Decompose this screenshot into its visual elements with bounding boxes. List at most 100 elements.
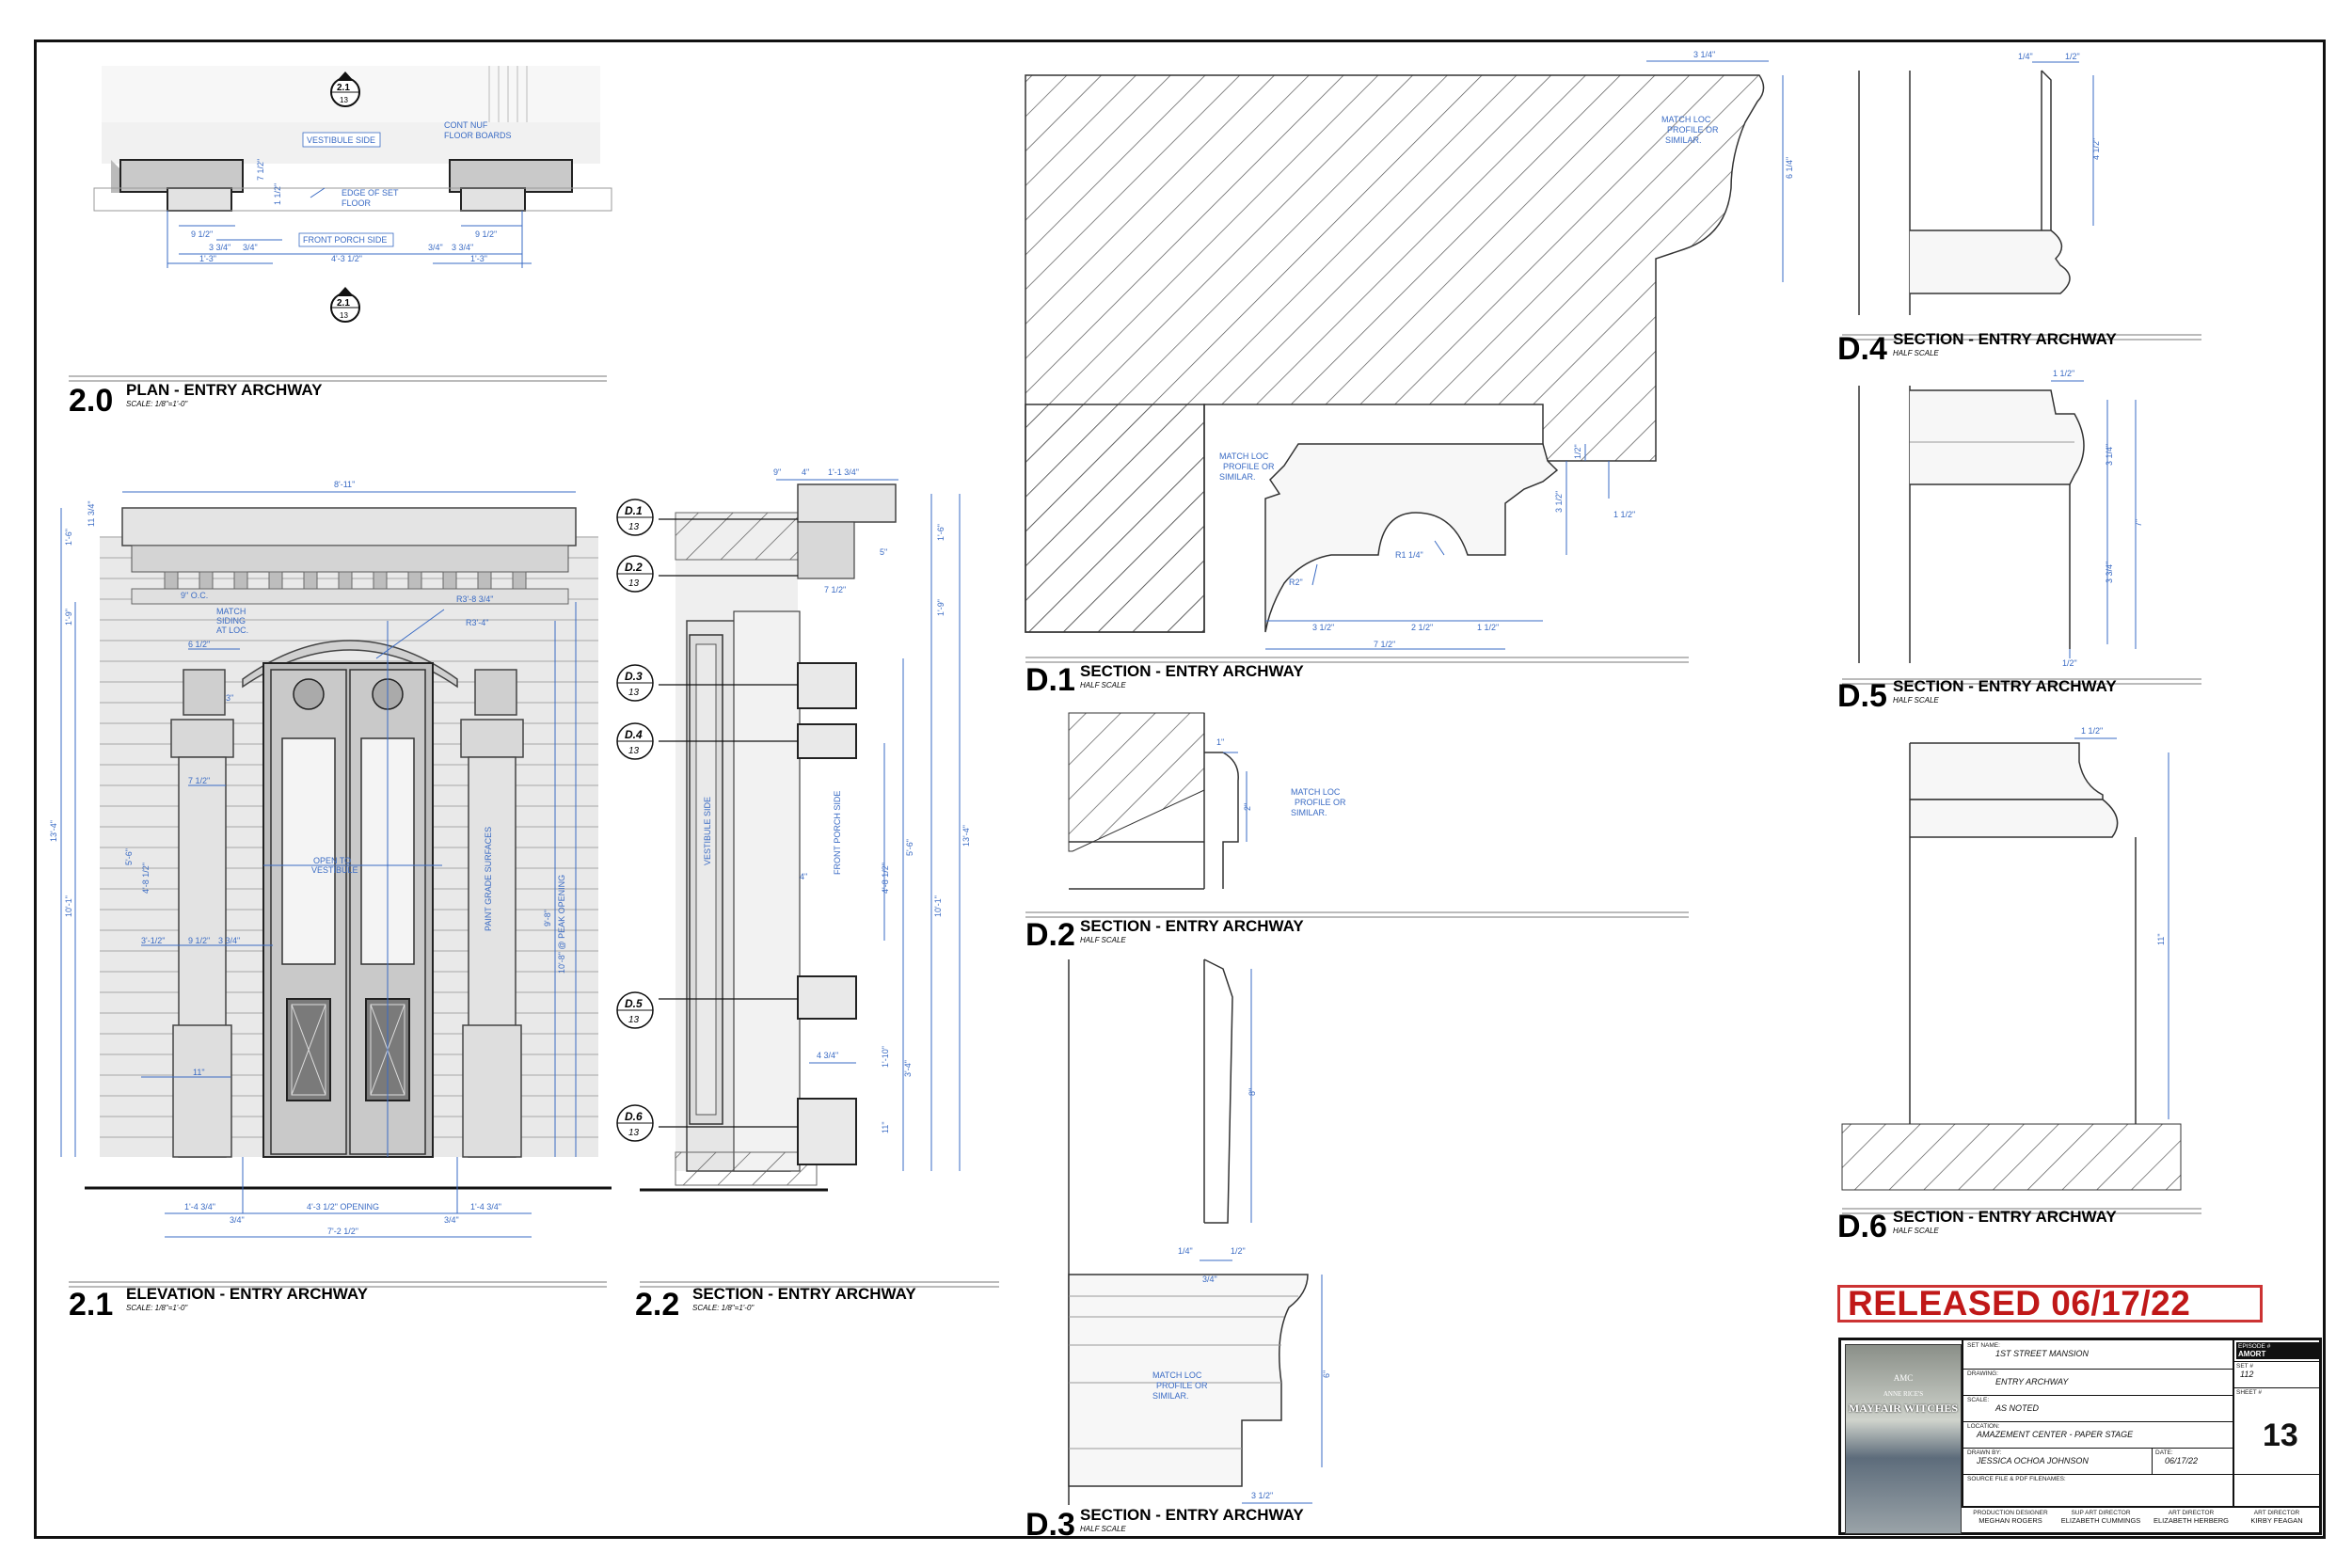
- svg-text:2.1: 2.1: [69, 1287, 113, 1323]
- svg-text:D.2: D.2: [625, 561, 643, 574]
- elev-h3: 9'-8": [543, 910, 552, 927]
- svg-text:13: 13: [340, 311, 348, 320]
- callout-d2[interactable]: D.213: [616, 555, 654, 593]
- svg-text:D.3: D.3: [625, 670, 643, 683]
- sec-porch-label: FRONT PORCH SIDE: [833, 791, 842, 875]
- svg-text:SECTION - ENTRY ARCHWAY: SECTION - ENTRY ARCHWAY: [1893, 330, 2117, 348]
- set-num-label: SET #: [2236, 1363, 2253, 1370]
- svg-text:D.6: D.6: [625, 1110, 643, 1123]
- callout-d6[interactable]: D.6 13: [616, 1104, 654, 1142]
- sec-dim-j: 4'-8 1/2": [881, 863, 890, 894]
- plan-edge-label-2: FLOOR: [342, 198, 372, 208]
- svg-text:SECTION - ENTRY ARCHWAY: SECTION - ENTRY ARCHWAY: [1080, 662, 1304, 680]
- svg-text:D.1: D.1: [625, 504, 643, 517]
- sec-dim-p: 4": [800, 872, 807, 881]
- sec-dim-i: 10'-1": [933, 895, 943, 917]
- d2-match-3: SIMILAR.: [1291, 808, 1327, 817]
- sec-dim-b: 4": [802, 467, 809, 477]
- svg-text:D.1: D.1: [1025, 662, 1075, 698]
- plan-porch-label: FRONT PORCH SIDE: [303, 235, 387, 245]
- plan-dim-h: 9 1/2": [475, 230, 497, 239]
- d2-w: 1": [1216, 737, 1224, 747]
- svg-text:13: 13: [628, 746, 640, 756]
- svg-text:SCALE: 1/8"=1'-0": SCALE: 1/8"=1'-0": [126, 400, 188, 408]
- detail-d1: 3 1/4" 6 1/4" MATCH LOC PROFILE OR SIMIL…: [1025, 50, 1794, 663]
- d5-c: 3 3/4": [2105, 562, 2114, 583]
- title-block: AMC ANNE RICE'S MAYFAIR WITCHES SET NAME…: [1838, 1338, 2322, 1535]
- svg-text:HALF SCALE: HALF SCALE: [1893, 696, 1939, 705]
- d4-b: 1/2": [2065, 52, 2080, 61]
- plan-dim-g: 3 3/4": [452, 243, 473, 252]
- elevation-view: 8'-11" 9" O.C. MATCH SIDING AT LOC. R3'-…: [49, 480, 612, 1288]
- elev-overall-h: 13'-4": [49, 820, 58, 842]
- elev-dim-b: 7 1/2": [188, 776, 210, 785]
- callout-d1[interactable]: D.113: [616, 499, 654, 536]
- svg-text:PLAN - ENTRY ARCHWAY: PLAN - ENTRY ARCHWAY: [126, 381, 323, 399]
- svg-text:ELEVATION - ENTRY ARCHWAY: ELEVATION - ENTRY ARCHWAY: [126, 1285, 369, 1303]
- d2-h: 2": [1243, 803, 1252, 811]
- drawn-value: JESSICA OCHOA JOHNSON: [1977, 1456, 2089, 1465]
- callout-d5[interactable]: D.513: [616, 991, 654, 1029]
- elev-bot-right: 3/4": [444, 1215, 459, 1225]
- plan-floor-label-1: CONT NUF: [444, 120, 488, 130]
- sheet-number: 13: [2263, 1418, 2298, 1453]
- d1-match-b1: MATCH LOC: [1219, 451, 1269, 461]
- plan-dim-k: 1 1/2": [273, 183, 282, 205]
- svg-text:SECTION - ENTRY ARCHWAY: SECTION - ENTRY ARCHWAY: [1080, 917, 1304, 935]
- location-label: LOCATION:: [1967, 1423, 2000, 1430]
- ad1-value: ELIZABETH HERBERG: [2153, 1516, 2230, 1525]
- svg-text:2.0: 2.0: [69, 383, 113, 419]
- logo-line-1: ANNE RICE'S: [1883, 1390, 1924, 1398]
- elev-dim-l: 11 3/4": [87, 500, 96, 527]
- d3-match-1: MATCH LOC: [1152, 1370, 1202, 1380]
- callout-d4[interactable]: D.4 13: [616, 722, 654, 760]
- drawing-label: DRAWING:: [1967, 1370, 1998, 1377]
- title-d6: D.6 SECTION - ENTRY ARCHWAY HALF SCALE: [1837, 1208, 2117, 1244]
- elev-radius-2: R3'-4": [466, 618, 488, 627]
- d1-w2: 2 1/2": [1411, 623, 1433, 632]
- d3-b: 1/2": [1231, 1246, 1246, 1256]
- plan-dim-e: 4'-3 1/2": [331, 254, 362, 263]
- detail-d3: 8" 1/4" 1/2" 3/4" 6" 3 1/2" MATCH LOC PR…: [1068, 958, 1331, 1505]
- d1-h-right: 6 1/4": [1785, 157, 1794, 179]
- set-name-label: SET NAME:: [1967, 1342, 2000, 1349]
- elev-oc: 9" O.C.: [181, 591, 208, 600]
- d3-w: 3 1/2": [1251, 1491, 1273, 1500]
- svg-text:D.4: D.4: [625, 728, 643, 741]
- source-label: SOURCE FILE & PDF FILENAMES:: [1967, 1476, 2066, 1482]
- ad2-value: KIRBY FEAGAN: [2250, 1516, 2303, 1525]
- plan-dim-j: 7 1/2": [256, 159, 265, 181]
- svg-text:13: 13: [628, 578, 640, 589]
- svg-text:SCALE: 1/8"=1'-0": SCALE: 1/8"=1'-0": [692, 1304, 755, 1312]
- pd-label: PRODUCTION DESIGNER: [1973, 1510, 2048, 1516]
- sec-dim-g: 5": [880, 547, 887, 557]
- date-label: DATE:: [2155, 1449, 2173, 1456]
- title-d5: D.5 SECTION - ENTRY ARCHWAY HALF SCALE: [1837, 677, 2117, 714]
- detail-d5: 1 1/2" 3 1/4" 7" 3 3/4" 1/2": [1842, 369, 2201, 685]
- svg-text:D.3: D.3: [1025, 1507, 1075, 1543]
- sad-value: ELIZABETH CUMMINGS: [2060, 1516, 2141, 1525]
- elev-opening: 4'-3 1/2" OPENING: [307, 1202, 379, 1212]
- sec-dim-h: 13'-4": [961, 825, 971, 847]
- title-d2: D.2 SECTION - ENTRY ARCHWAY HALF SCALE: [1025, 917, 1304, 953]
- plan-callout-bottom[interactable]: 2.1 13: [330, 287, 360, 323]
- sec-vest-label: VESTIBULE SIDE: [703, 797, 712, 865]
- svg-text:13: 13: [628, 1015, 640, 1025]
- plan-dim-i: 1'-3": [470, 254, 487, 263]
- d1-h1: 3 1/2": [1554, 491, 1564, 513]
- detail-d4: 1/4" 1/2" 4 1/2": [1842, 52, 2201, 341]
- d3-c: 3/4": [1202, 1275, 1217, 1284]
- section-22-view: 9" 4" 1'-1 3/4" 1'-6" 1'-9" 7 1/2" 5" 13…: [616, 467, 999, 1288]
- svg-text:2.2: 2.2: [635, 1287, 679, 1323]
- plan-callout-top[interactable]: 2.1 13: [330, 71, 360, 107]
- plan-dim-a: 9 1/2": [191, 230, 213, 239]
- svg-text:SECTION - ENTRY ARCHWAY: SECTION - ENTRY ARCHWAY: [1893, 677, 2117, 695]
- svg-text:13: 13: [628, 1128, 640, 1138]
- sec-dim-l: 1'-10": [881, 1046, 890, 1068]
- sec-dim-k: 5'-6": [905, 839, 914, 856]
- elev-open-1: OPEN TO: [313, 856, 351, 865]
- callout-d3[interactable]: D.313: [616, 664, 654, 702]
- sec-dim-d: 1'-6": [936, 524, 946, 541]
- d1-r1: R1 1/4": [1395, 550, 1423, 560]
- date-value: 06/17/22: [2165, 1456, 2199, 1465]
